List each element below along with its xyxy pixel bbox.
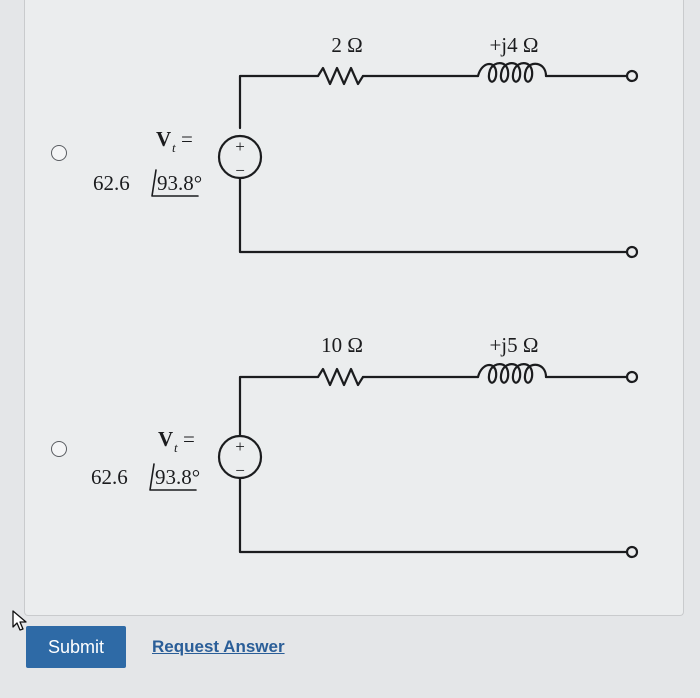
option-1-terminal-top [625, 69, 639, 83]
option-2-source-label: V [158, 427, 173, 451]
option-2-source-plus: + [235, 437, 245, 456]
answer-options-panel [24, 0, 684, 616]
request-answer-link[interactable]: Request Answer [152, 637, 285, 656]
mouse-cursor-icon [12, 610, 27, 631]
option-2-wire-bottom [238, 476, 629, 554]
option-2-inductor [476, 363, 548, 384]
option-1-angle-bar [151, 169, 199, 197]
option-1-resistor [316, 66, 365, 86]
option-1-source-label: V [156, 127, 171, 151]
option-2-resistor-label: 10 Ω [321, 333, 363, 357]
option-2-angle-bar [149, 463, 197, 491]
option-1-radio[interactable] [51, 145, 67, 161]
option-1-source-equals: = [181, 127, 193, 151]
option-1-terminal-bottom [625, 245, 639, 259]
option-1-source-minus: − [235, 161, 245, 180]
option-1-source-plus: + [235, 137, 245, 156]
option-1-resistor-label: 2 Ω [331, 33, 362, 57]
option-2-source-equals: = [183, 427, 195, 451]
option-1-source-subscript: t [172, 140, 176, 155]
option-2-wire-top-left [238, 375, 320, 438]
option-2-resistor [316, 367, 365, 387]
option-1-wire-top-left [238, 74, 320, 130]
submit-button[interactable]: Submit [26, 626, 126, 668]
option-1-source-angle: 93.8° [157, 171, 202, 195]
option-2-source-minus: − [235, 461, 245, 480]
option-2-terminal-top [625, 370, 639, 384]
option-2-source-angle: 93.8° [155, 465, 200, 489]
option-2-source-magnitude: 62.6 [91, 465, 128, 489]
option-2-source-subscript: t [174, 440, 178, 455]
option-1-inductor-label: +j4 Ω [489, 33, 538, 57]
option-1-source-magnitude: 62.6 [93, 171, 130, 195]
option-1-inductor [476, 62, 548, 83]
option-2-terminal-bottom [625, 545, 639, 559]
option-2-inductor-label: +j5 Ω [489, 333, 538, 357]
option-2-radio[interactable] [51, 441, 67, 457]
option-1-wire-bottom [238, 176, 629, 254]
